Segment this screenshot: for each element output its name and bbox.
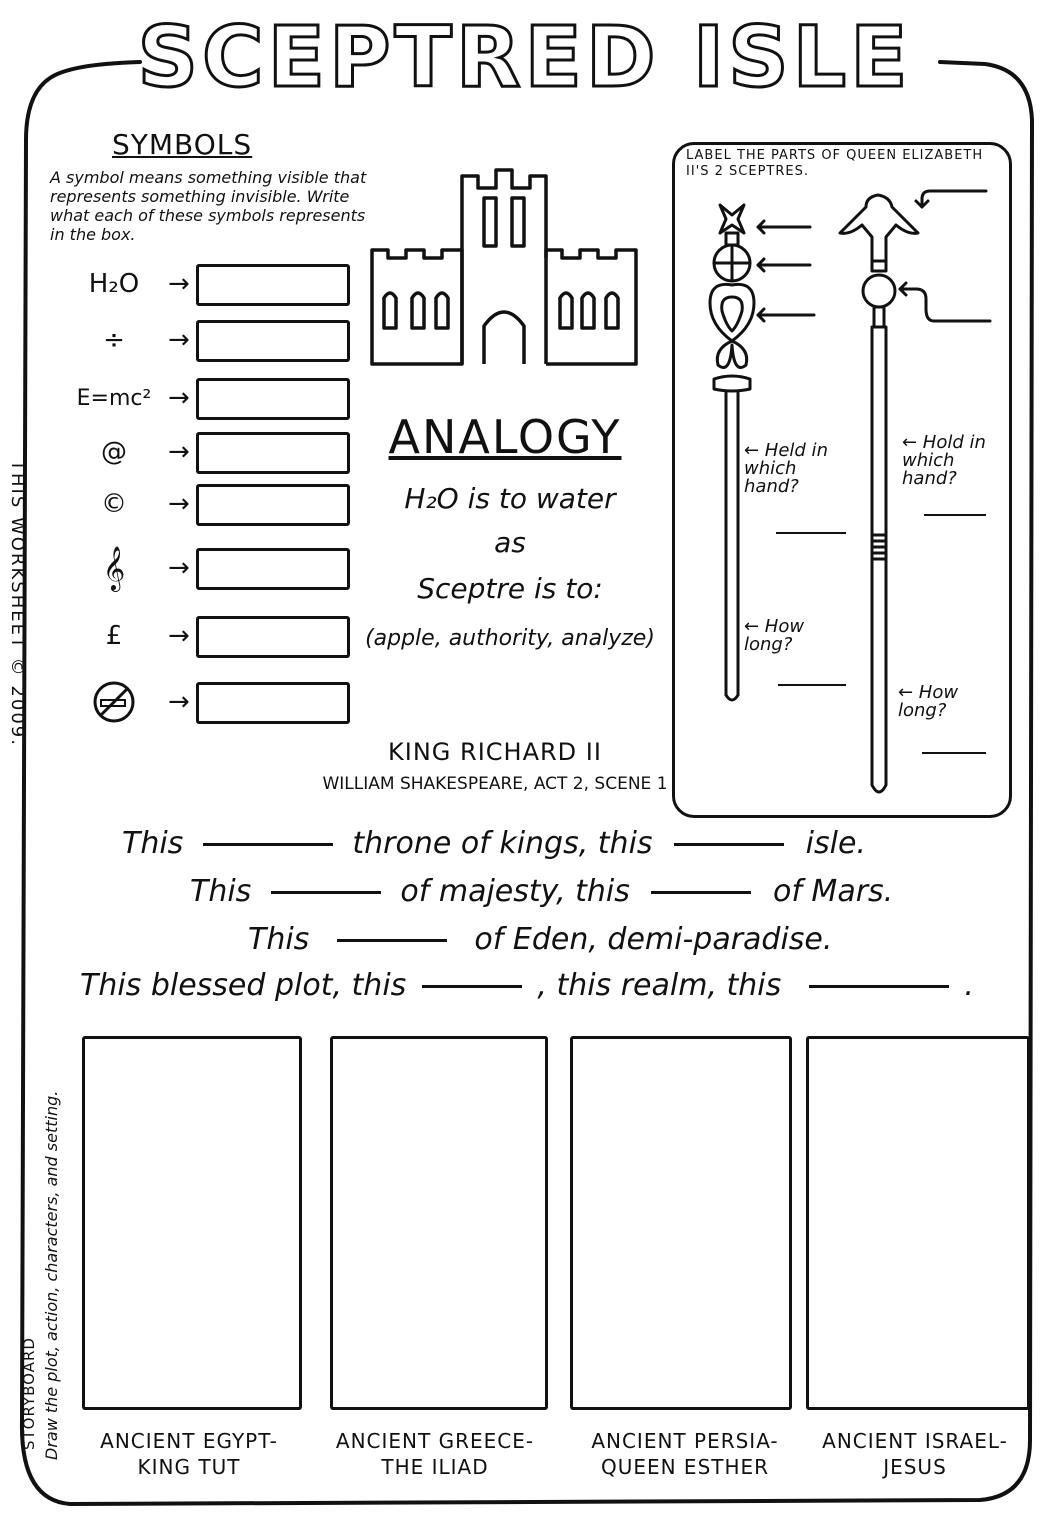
symbol-row: H₂O →: [60, 262, 360, 306]
storyboard-caption: ANCIENT EGYPT- KING TUT: [74, 1428, 304, 1480]
quote-blank[interactable]: [202, 843, 333, 846]
quote-text: of majesty, this: [400, 874, 630, 909]
symbol-row: →: [60, 680, 360, 724]
quote-text: .: [964, 968, 974, 1003]
storyboard-panel[interactable]: [330, 1036, 548, 1410]
scepter-panel: [672, 142, 1012, 818]
quote-text: This: [122, 826, 184, 861]
symbol-row: £ →: [60, 614, 360, 658]
quote-text: This: [248, 922, 310, 957]
caption-line: THE ILIAD: [381, 1455, 489, 1479]
symbol-row: E=mc² →: [60, 376, 360, 420]
quote-text: isle.: [805, 826, 866, 861]
answer-box[interactable]: [196, 320, 350, 362]
answer-box[interactable]: [196, 264, 350, 306]
answer-line[interactable]: [778, 684, 846, 686]
analogy-heading: ANALOGY: [388, 410, 622, 464]
symbol-label: £: [105, 621, 123, 651]
quote-text: of Mars.: [772, 874, 894, 909]
analogy-line: H₂O is to water: [404, 482, 616, 515]
quote-text: This: [190, 874, 252, 909]
caption-line: JESUS: [883, 1455, 947, 1479]
copyright-note: THIS WORKSHEET © 2009.: [7, 460, 48, 780]
arrow-right-icon: →: [168, 489, 190, 519]
quote-blank[interactable]: [336, 939, 447, 942]
symbol-label: @: [101, 437, 127, 467]
storyboard-caption: ANCIENT ISRAEL- JESUS: [800, 1428, 1030, 1480]
caption-line: ANCIENT ISRAEL-: [822, 1429, 1008, 1453]
quote-blank[interactable]: [270, 891, 381, 894]
caption-line: ANCIENT GREECE-: [335, 1429, 535, 1453]
quote-line-4: This blessed plot, this , this realm, th…: [80, 968, 974, 1003]
arrow-right-icon: →: [168, 269, 190, 299]
caption-line: ANCIENT EGYPT-: [100, 1429, 278, 1453]
quote-line-1: This throne of kings, this isle.: [122, 826, 866, 861]
storyboard-label: STORYBOARD Draw the plot, action, charac…: [20, 1010, 70, 1470]
right-hand-question: ← Hold in which hand?: [902, 432, 986, 489]
symbol-label: ©: [101, 489, 127, 519]
storyboard-caption: ANCIENT PERSIA- QUEEN ESTHER: [570, 1428, 800, 1480]
storyboard-panel[interactable]: [82, 1036, 302, 1410]
answer-line[interactable]: [924, 514, 986, 516]
source-title: KING RICHARD II: [388, 738, 602, 766]
arrow-right-icon: →: [168, 553, 190, 583]
quote-blank[interactable]: [651, 891, 752, 894]
symbol-label: ÷: [103, 325, 125, 355]
caption-line: ANCIENT PERSIA-: [591, 1429, 779, 1453]
left-length-question: ← How long?: [744, 616, 805, 655]
answer-box[interactable]: [196, 548, 350, 590]
storyboard-panel[interactable]: [806, 1036, 1030, 1410]
storyboard-caption: ANCIENT GREECE- THE ILIAD: [320, 1428, 550, 1480]
symbols-heading: SYMBOLS: [112, 128, 253, 161]
treble-clef-icon: 𝄞: [102, 545, 126, 590]
answer-box[interactable]: [196, 484, 350, 526]
quote-text: throne of kings, this: [352, 826, 653, 861]
analogy-line: Sceptre is to:: [417, 572, 603, 605]
arrow-right-icon: →: [168, 437, 190, 467]
storyboard-title: STORYBOARD: [20, 1337, 38, 1450]
page-title: SCEPTRED ISLE: [136, 7, 912, 108]
arrow-right-icon: →: [168, 621, 190, 651]
symbol-label: H₂O: [88, 269, 140, 299]
analogy-line: as: [494, 526, 526, 559]
quote-blank[interactable]: [808, 985, 949, 988]
quote-line-3: This of Eden, demi-paradise.: [248, 922, 832, 957]
answer-line[interactable]: [776, 532, 846, 534]
quote-line-2: This of majesty, this of Mars.: [190, 874, 893, 909]
storyboard-panel[interactable]: [570, 1036, 792, 1410]
symbol-row: © →: [60, 482, 360, 526]
symbol-label: E=mc²: [76, 385, 152, 411]
castle-icon: [370, 168, 638, 366]
no-smoking-icon: [60, 680, 168, 724]
answer-box[interactable]: [196, 616, 350, 658]
symbol-row: 𝄞 →: [60, 546, 360, 590]
left-hand-question: ← Held in which hand?: [744, 440, 828, 497]
quote-text: of Eden, demi-paradise.: [474, 922, 833, 957]
quote-text: This blessed plot, this: [80, 968, 407, 1003]
answer-box[interactable]: [196, 682, 350, 724]
caption-line: KING TUT: [137, 1455, 241, 1479]
arrow-right-icon: →: [168, 687, 190, 717]
right-length-question: ← How long?: [898, 682, 959, 721]
caption-line: QUEEN ESTHER: [600, 1455, 770, 1479]
answer-box[interactable]: [196, 378, 350, 420]
scepters-drawing: [708, 189, 992, 794]
symbol-row: @ →: [60, 430, 360, 474]
arrow-right-icon: →: [168, 325, 190, 355]
quote-text: , this realm, this: [537, 968, 782, 1003]
quote-blank[interactable]: [421, 985, 522, 988]
copyright-text: THIS WORKSHEET © 2009.: [7, 460, 28, 747]
answer-box[interactable]: [196, 432, 350, 474]
answer-line[interactable]: [922, 752, 986, 754]
arrow-right-icon: →: [168, 383, 190, 413]
storyboard-instruction: Draw the plot, action, characters, and s…: [42, 1090, 61, 1460]
analogy-options: (apple, authority, analyze): [365, 626, 655, 651]
source-subtitle: WILLIAM SHAKESPEARE, ACT 2, SCENE 1: [322, 774, 668, 794]
symbol-row: ÷ →: [60, 318, 360, 362]
scepter-instruction: LABEL THE PARTS OF QUEEN ELIZABETH II's …: [686, 148, 984, 179]
symbols-description: A symbol means something visible that re…: [50, 168, 367, 244]
quote-blank[interactable]: [674, 843, 785, 846]
